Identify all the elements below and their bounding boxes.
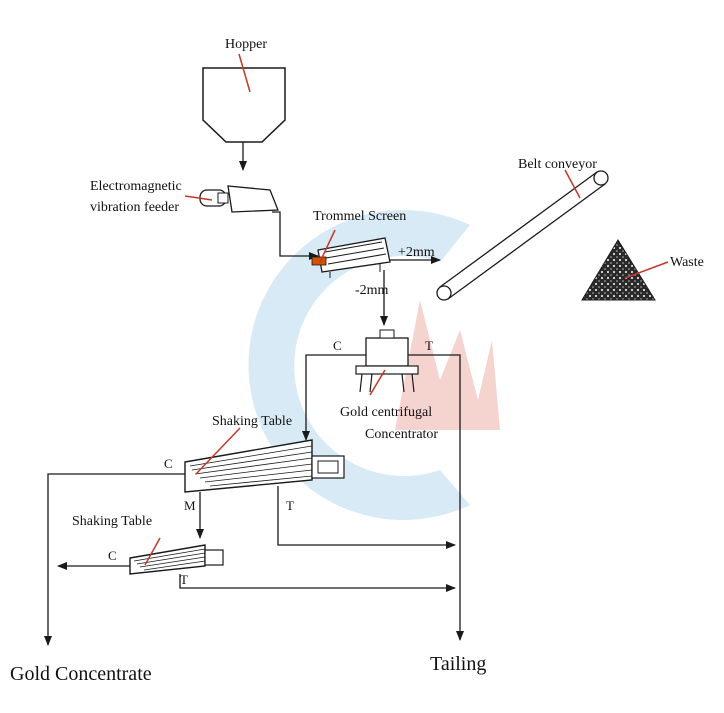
label-minus2mm: -2mm xyxy=(355,283,389,298)
label-shaking-table-1: Shaking Table xyxy=(212,414,292,429)
flow-table2-t xyxy=(179,574,456,592)
label-feeder-line2: vibration feeder xyxy=(90,200,179,215)
flow-centrifugal-t xyxy=(408,354,464,641)
table1-pointer xyxy=(195,427,241,475)
label-table2-t: T xyxy=(180,572,188,587)
feeder-pointer xyxy=(184,195,213,201)
label-centrifugal-line1: Gold centrifugal xyxy=(340,405,432,420)
flow-table1-t xyxy=(277,486,456,549)
shaking-table-1 xyxy=(184,427,345,493)
label-centrifugal-c: C xyxy=(333,338,342,353)
waste-pile xyxy=(581,239,669,301)
label-gold-concentrate: Gold Concentrate xyxy=(10,663,152,685)
label-table2-c: C xyxy=(108,548,117,563)
centrifugal-concentrator xyxy=(355,329,419,396)
waste-pointer xyxy=(624,261,669,279)
label-centrifugal-t: T xyxy=(425,338,433,353)
flow-feeder-to-trommel xyxy=(272,211,319,260)
vibration-feeder xyxy=(184,185,279,213)
table2-pointer xyxy=(144,537,161,566)
trommel-screen xyxy=(311,229,391,278)
label-table1-t: T xyxy=(286,498,294,513)
belt-conveyor xyxy=(436,169,609,301)
label-table1-c: C xyxy=(164,456,173,471)
flow-centrifugal-c xyxy=(302,354,366,441)
label-trommel: Trommel Screen xyxy=(313,209,406,224)
label-shaking-table-2: Shaking Table xyxy=(72,514,152,529)
hopper xyxy=(202,53,286,143)
label-table1-m: M xyxy=(184,498,196,513)
label-waste: Waste xyxy=(670,255,704,270)
flow-table1-c xyxy=(44,473,185,646)
hopper-pointer xyxy=(238,53,251,93)
belt-pointer xyxy=(564,169,581,199)
label-feeder-line1: Electromagnetic xyxy=(90,179,182,194)
label-tailing: Tailing xyxy=(430,653,486,675)
label-hopper: Hopper xyxy=(225,37,267,52)
trommel-pointer xyxy=(319,229,336,263)
label-centrifugal-line2: Concentrator xyxy=(365,427,438,442)
shaking-table-2 xyxy=(129,537,224,575)
centrifugal-pointer xyxy=(369,369,386,396)
label-belt: Belt conveyor xyxy=(518,157,597,172)
label-plus2mm: +2mm xyxy=(398,245,435,260)
